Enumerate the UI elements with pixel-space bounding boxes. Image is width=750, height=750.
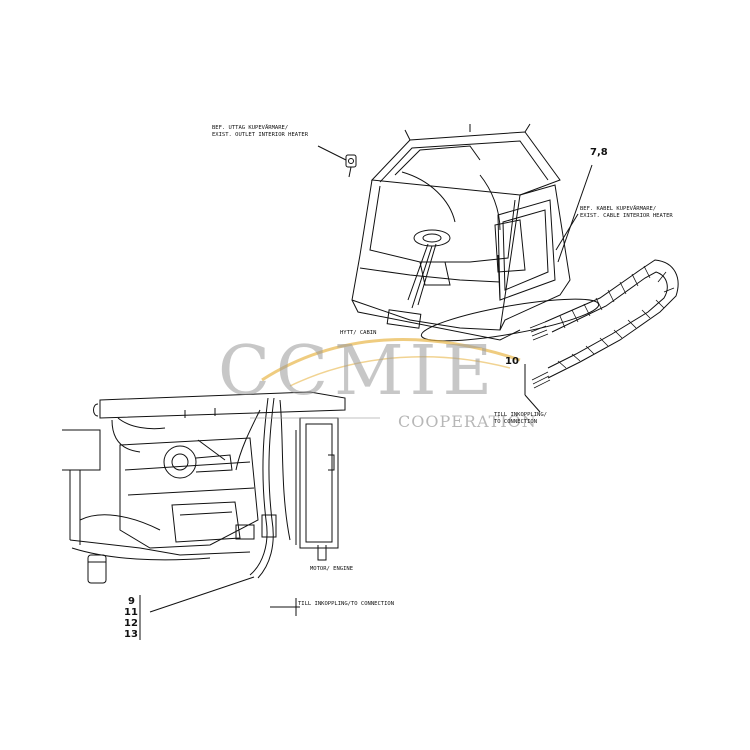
watermark-subtitle: COOPERATION bbox=[398, 412, 537, 431]
label-connection-right-sv: TILL INKOPPLING/ bbox=[494, 412, 547, 418]
callout-11: 11 bbox=[124, 607, 138, 618]
label-outlet-heater: BEF. UTTAG KUPEVÄRMARE/ EXIST. OUTLET IN… bbox=[212, 125, 308, 138]
callout-9: 9 bbox=[128, 596, 135, 607]
callout-12: 12 bbox=[124, 618, 138, 629]
callout-7-8: 7,8 bbox=[590, 147, 608, 158]
engine-drawing bbox=[62, 391, 346, 640]
label-cable-heater: BEF. KABEL KUPEVÄRMARE/ EXIST. CABLE INT… bbox=[580, 206, 673, 219]
cabin-drawing bbox=[317, 123, 600, 342]
label-connection-bottom: TILL INKOPPLING/TO CONNECTION bbox=[298, 601, 395, 607]
label-outlet-heater-en: EXIST. OUTLET INTERIOR HEATER bbox=[212, 131, 309, 138]
label-connection-right: TILL INKOPPLING/ TO CONNECTION bbox=[494, 412, 547, 425]
watermark-brand: CCMIE bbox=[218, 332, 499, 411]
cable-chain-drawing bbox=[524, 259, 679, 413]
label-outlet-heater-sv: BEF. UTTAG KUPEVÄRMARE/ bbox=[212, 125, 289, 131]
label-connection-right-en: TO CONNECTION bbox=[494, 418, 538, 425]
label-cabin: HYTT/ CABIN bbox=[340, 330, 377, 336]
label-cable-heater-en: EXIST. CABLE INTERIOR HEATER bbox=[580, 212, 673, 219]
label-cable-heater-sv: BEF. KABEL KUPEVÄRMARE/ bbox=[580, 206, 657, 212]
callout-10: 10 bbox=[505, 356, 519, 367]
callout-13: 13 bbox=[124, 629, 138, 640]
label-engine: MOTOR/ ENGINE bbox=[310, 566, 354, 572]
